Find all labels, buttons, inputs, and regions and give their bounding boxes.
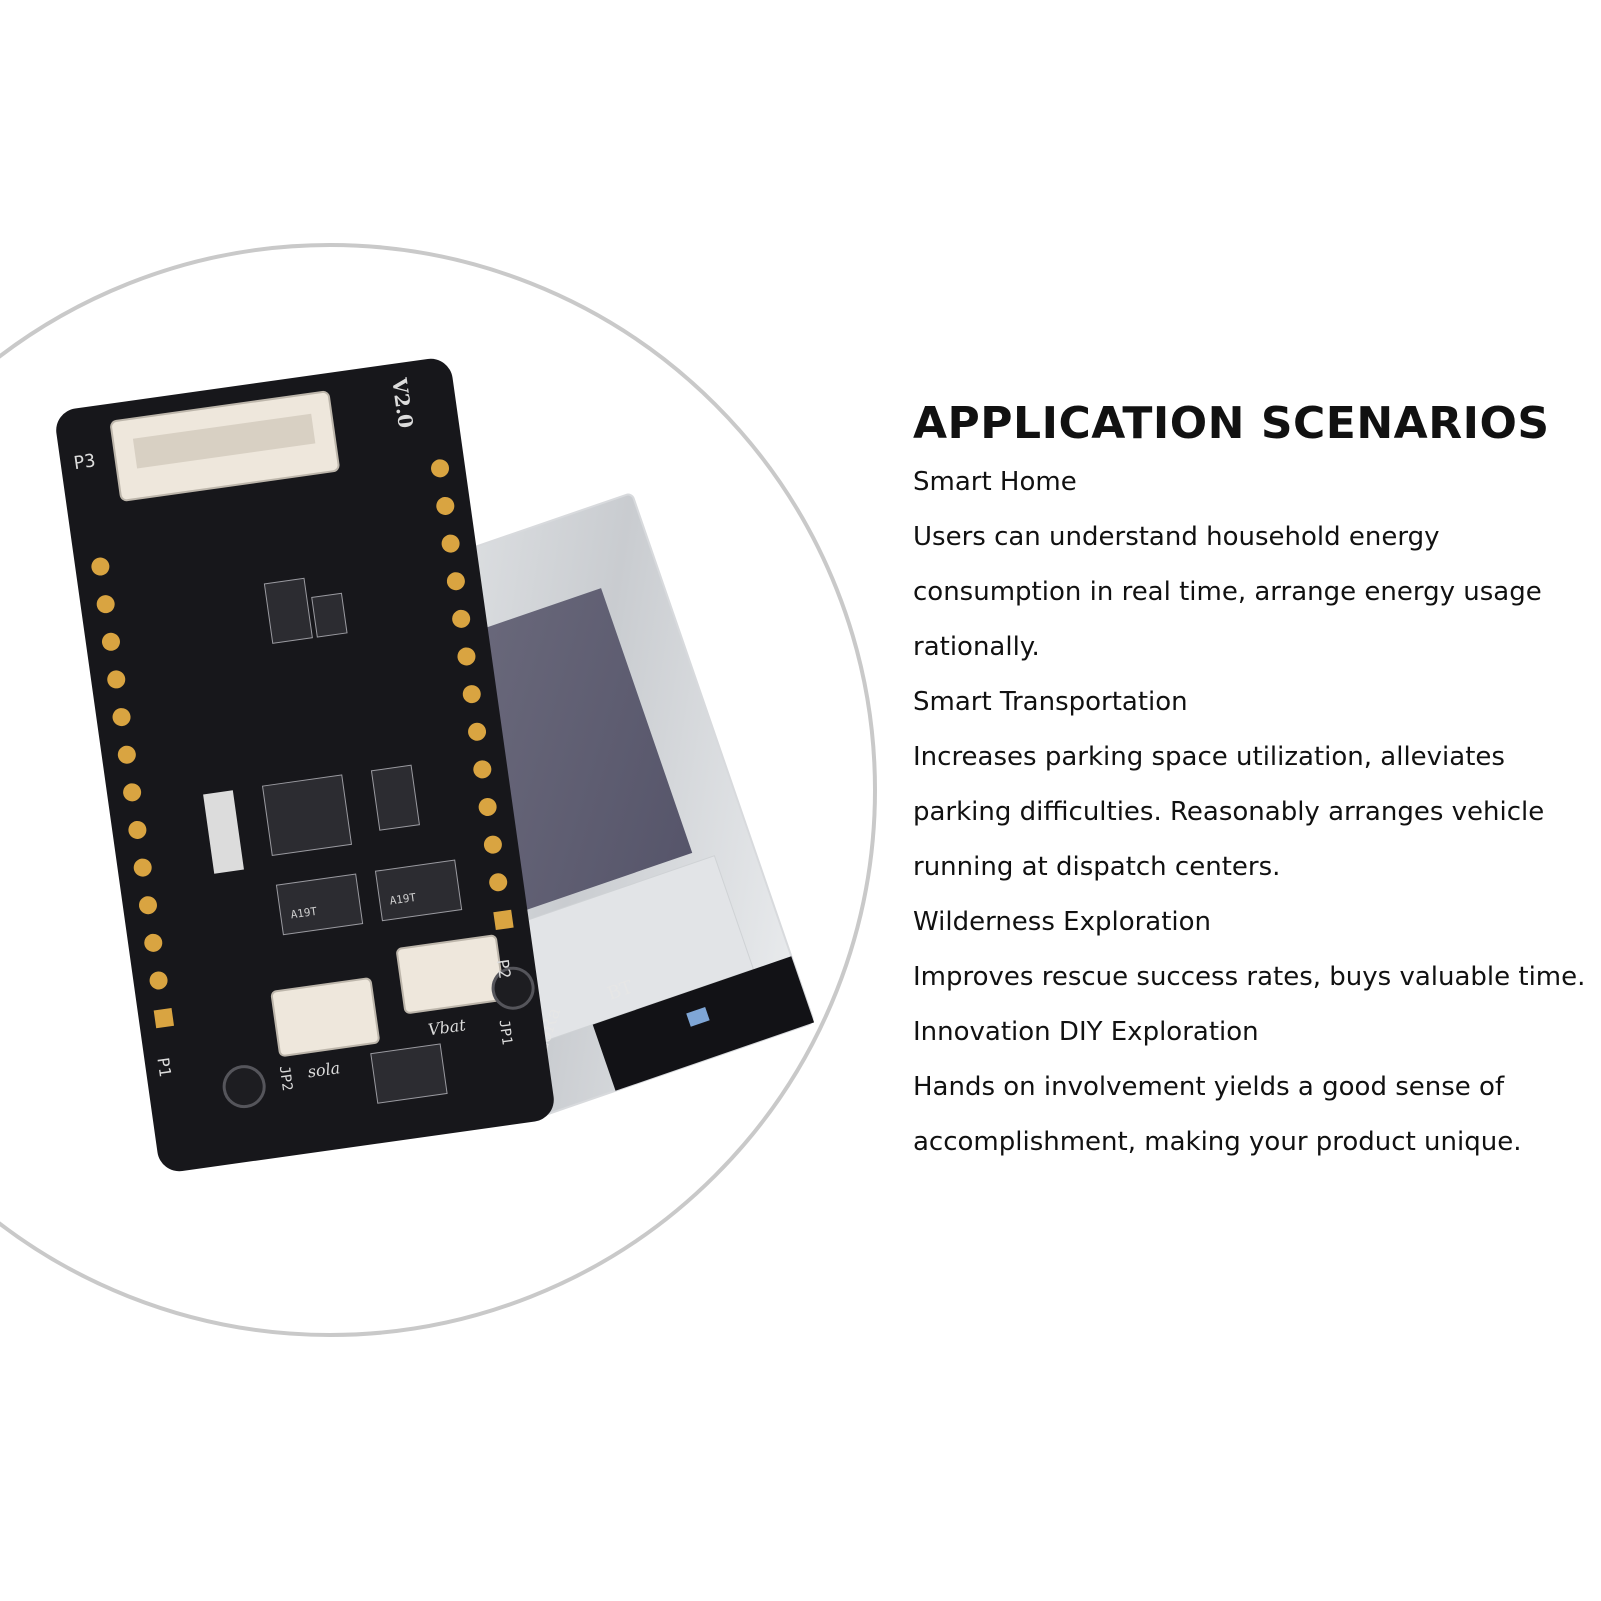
label-jp1: JP1 bbox=[495, 1019, 514, 1046]
scenario-description-line: Increases parking space utilization, all… bbox=[913, 742, 1505, 772]
label-jp2: JP2 bbox=[276, 1065, 295, 1092]
scenario-item: Smart Transportation Increases parking s… bbox=[913, 675, 1593, 895]
screw-left bbox=[222, 1065, 266, 1109]
frame-circle bbox=[0, 243, 877, 1337]
label-chip-2: A19T bbox=[389, 891, 417, 908]
jp1-connector bbox=[396, 934, 505, 1014]
scenario-description-line: Users can understand household energy bbox=[913, 522, 1440, 552]
smd-components bbox=[261, 577, 463, 1104]
label-p1: P1 bbox=[153, 1056, 174, 1078]
scenario-description-line: Hands on involvement yields a good sense… bbox=[913, 1072, 1505, 1102]
label-solar: sola bbox=[306, 1058, 341, 1081]
left-pin-header bbox=[91, 557, 175, 1029]
scenario-item: Smart Home Users can understand househol… bbox=[913, 455, 1593, 675]
scenario-description-line: running at dispatch centers. bbox=[913, 852, 1281, 882]
section-heading: APPLICATION SCENARIOS bbox=[913, 398, 1550, 449]
right-pin-header bbox=[431, 459, 514, 931]
label-p2: P2 bbox=[493, 958, 514, 980]
scenario-description-line: Improves rescue success rates, buys valu… bbox=[913, 962, 1586, 992]
label-p3: P3 bbox=[72, 450, 96, 474]
scenario-name: Innovation DIY Exploration bbox=[913, 1017, 1259, 1047]
scenario-description-line: consumption in real time, arrange energy… bbox=[913, 577, 1542, 607]
scenario-name: Smart Home bbox=[913, 467, 1077, 497]
application-scenarios-panel: APPLICATION SCENARIOS Smart Home Users c… bbox=[913, 395, 1593, 1170]
scenario-description-line: parking difficulties. Reasonably arrange… bbox=[913, 797, 1545, 827]
scenario-item: Innovation DIY Exploration Hands on invo… bbox=[913, 1005, 1593, 1170]
scenario-name: Smart Transportation bbox=[913, 687, 1188, 717]
jp2-connector bbox=[270, 977, 380, 1057]
scenario-description-line: rationally. bbox=[913, 632, 1040, 662]
screw-right bbox=[491, 966, 535, 1010]
scenario-description-line: accomplishment, making your product uniq… bbox=[913, 1127, 1522, 1157]
scenario-item: Wilderness Exploration Improves rescue s… bbox=[913, 895, 1593, 1005]
pcb-board: P3 V2.0 P2 P1 JP1 JP2 A19T A19T Vbat sol… bbox=[56, 358, 554, 1172]
product-photo: BT LoRa bbox=[0, 243, 877, 1337]
label-chip-1: A19T bbox=[290, 905, 318, 922]
scenario-name: Wilderness Exploration bbox=[913, 907, 1212, 937]
scenario-list: Smart Home Users can understand househol… bbox=[913, 455, 1593, 1170]
